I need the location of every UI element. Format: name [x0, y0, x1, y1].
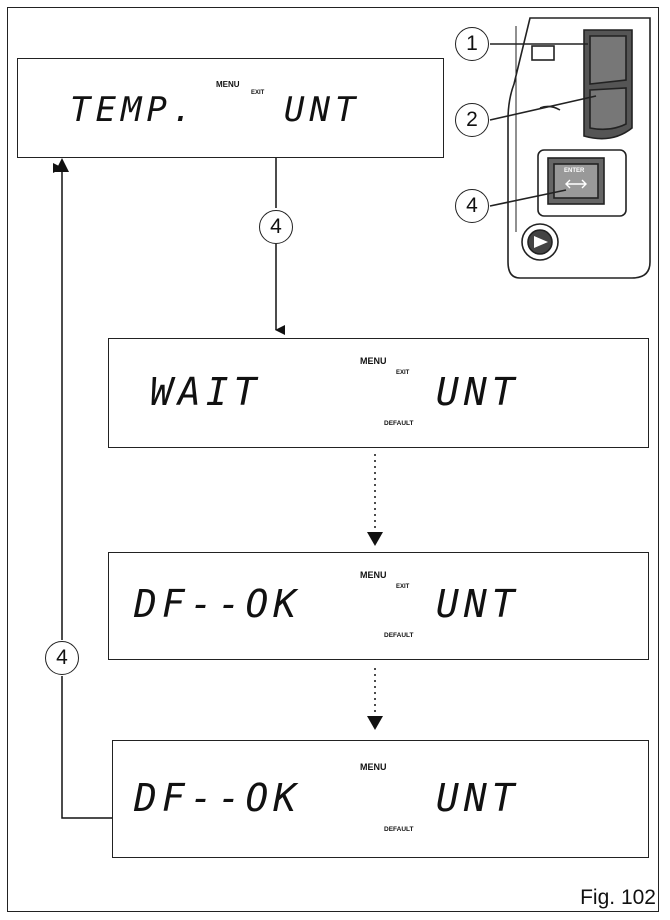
screen-4-default-label: DEFAULT: [384, 826, 414, 833]
display-screen-3: [108, 552, 649, 660]
return-line-lower: [61, 676, 112, 819]
screen-4-menu-label: MENU: [360, 762, 387, 772]
display-screen-1: [17, 58, 444, 158]
screen-1-left-text: TEMP.: [70, 90, 198, 130]
handlebar-switch-drawing: [489, 17, 651, 279]
screen-2-exit-label: EXIT: [396, 370, 410, 376]
dotted-arrowhead-1: [367, 532, 383, 546]
dotted-arrowhead-2: [367, 716, 383, 730]
display-screen-2: [108, 338, 649, 448]
callout-4-down: 4: [259, 210, 293, 244]
callout-2: 2: [455, 103, 489, 137]
return-arrowhead: [55, 158, 69, 172]
screen-1-right-text: UNT: [284, 90, 361, 130]
screen-3-exit-label: EXIT: [396, 584, 410, 590]
figure-frame: [7, 7, 659, 912]
screen-4-right-text: UNT: [436, 776, 520, 820]
callout-4-back: 4: [45, 641, 79, 675]
figure-label: Fig. 102: [580, 886, 656, 909]
screen-3-left-text: DF--OK: [134, 582, 302, 626]
screen-3-menu-label: MENU: [360, 570, 387, 580]
screen-2-right-text: UNT: [436, 370, 520, 414]
callout-1: 1: [455, 27, 489, 61]
callout-4-handlebar: 4: [455, 189, 489, 223]
screen-1-menu-label: MENU: [216, 80, 240, 89]
display-screen-4: [112, 740, 649, 858]
screen-2-left-text: WAIT: [150, 370, 262, 414]
screen-2-menu-label: MENU: [360, 356, 387, 366]
screen-4-left-text: DF--OK: [134, 776, 302, 820]
screen-1-exit-label: EXIT: [251, 90, 265, 96]
screen-3-default-label: DEFAULT: [384, 632, 414, 639]
screen-3-right-text: UNT: [436, 582, 520, 626]
screen-2-default-label: DEFAULT: [384, 420, 414, 427]
enter-button-label: ENTER: [564, 168, 585, 174]
